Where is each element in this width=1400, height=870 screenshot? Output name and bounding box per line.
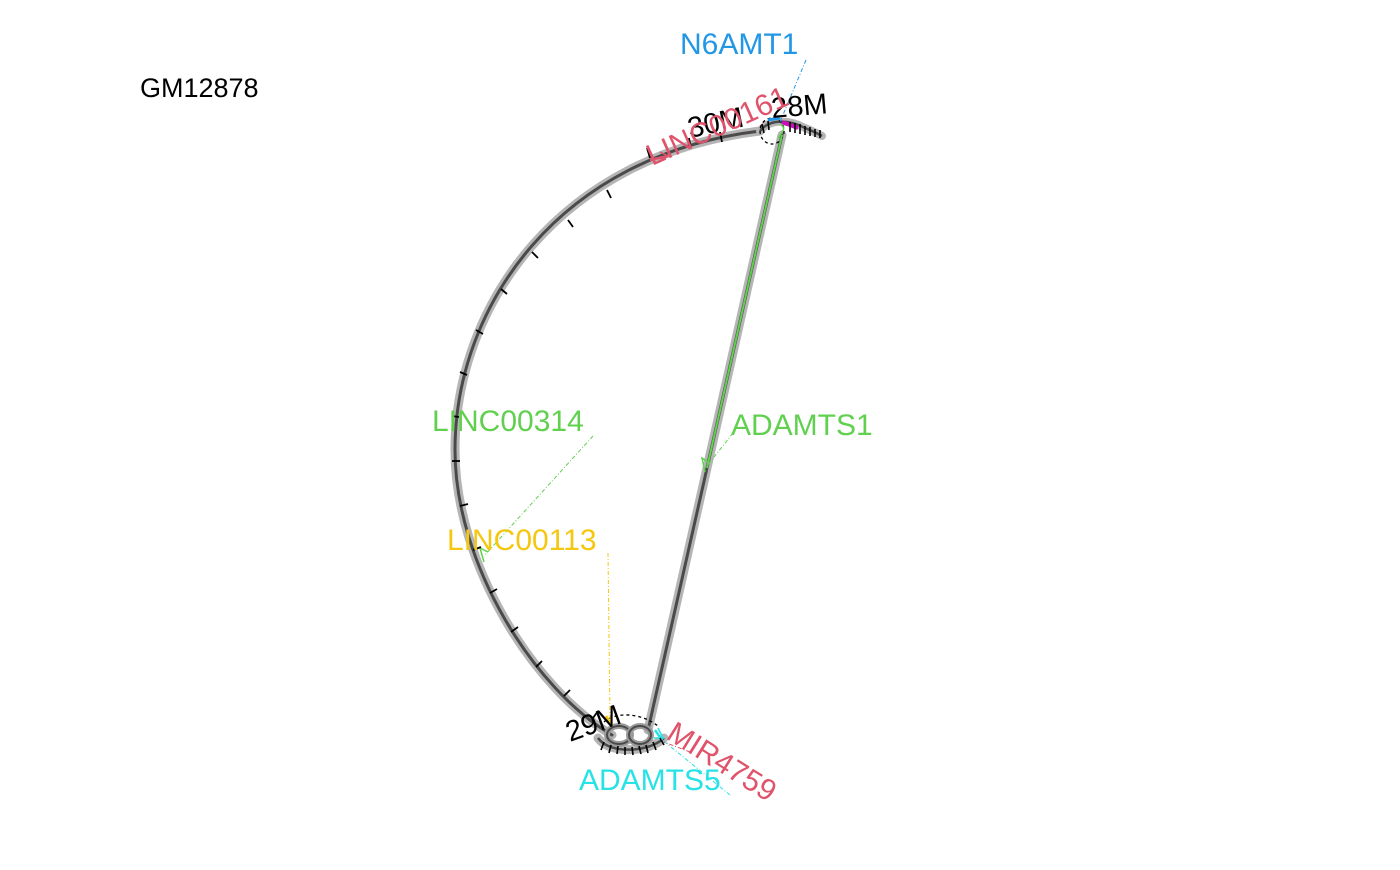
bottom-cluster-ticks — [600, 737, 665, 756]
tick — [459, 371, 468, 376]
adamts1-leader — [706, 432, 734, 467]
tick — [531, 251, 539, 259]
tick — [688, 137, 692, 149]
top-loop-dashed — [759, 117, 785, 145]
tick — [631, 746, 634, 756]
bottom-basin-core — [596, 737, 665, 751]
linc00161-overlay — [649, 154, 669, 162]
tick — [510, 626, 519, 633]
gene-label-adamts5: ADAMTS5 — [579, 764, 721, 797]
leader-lines — [483, 59, 807, 796]
tick — [719, 131, 723, 143]
adamts5-leader — [659, 737, 731, 796]
tick — [767, 120, 770, 131]
coord-label-28m: 28M — [770, 88, 829, 125]
tick — [592, 710, 599, 719]
tick — [563, 689, 571, 697]
tick — [659, 737, 665, 746]
tick — [472, 546, 482, 551]
tick — [606, 189, 612, 199]
top-cluster-ticks — [761, 120, 821, 138]
tick — [638, 745, 642, 755]
tick — [600, 741, 605, 751]
tick — [535, 660, 543, 668]
linc00161-arrow — [653, 151, 670, 165]
gene-label-adamts1: ADAMTS1 — [731, 409, 873, 442]
bottom-loop-right-core — [628, 725, 652, 745]
linc00314-leader — [483, 435, 594, 557]
gene-label-linc00113: LINC00113 — [447, 524, 597, 557]
adamts5-arrow — [654, 727, 665, 739]
adamts1-overlay — [706, 134, 783, 469]
tick — [645, 744, 649, 754]
tick — [652, 741, 657, 751]
bottom-loop-dashed — [603, 714, 659, 727]
tick — [489, 588, 498, 594]
tick — [608, 744, 612, 754]
n6amt1-overlay — [767, 116, 781, 122]
top-arrow — [777, 123, 785, 139]
tick — [646, 147, 651, 159]
tick — [500, 288, 508, 295]
linc00113-overlay — [604, 715, 614, 727]
tick — [616, 745, 619, 755]
tick — [451, 415, 460, 418]
sample-label: GM12878 — [140, 73, 259, 103]
gene-label-n6amt1: N6AMT1 — [680, 28, 798, 61]
adamts1-arrow — [700, 456, 709, 473]
tick — [761, 123, 765, 134]
gene-label-linc00314: LINC00314 — [432, 405, 584, 438]
n6amt1-leader — [779, 59, 807, 123]
track-ticks — [451, 131, 723, 719]
tick — [459, 503, 469, 507]
linc00113-leader — [607, 552, 611, 721]
tick — [567, 219, 574, 228]
tick — [475, 329, 484, 335]
